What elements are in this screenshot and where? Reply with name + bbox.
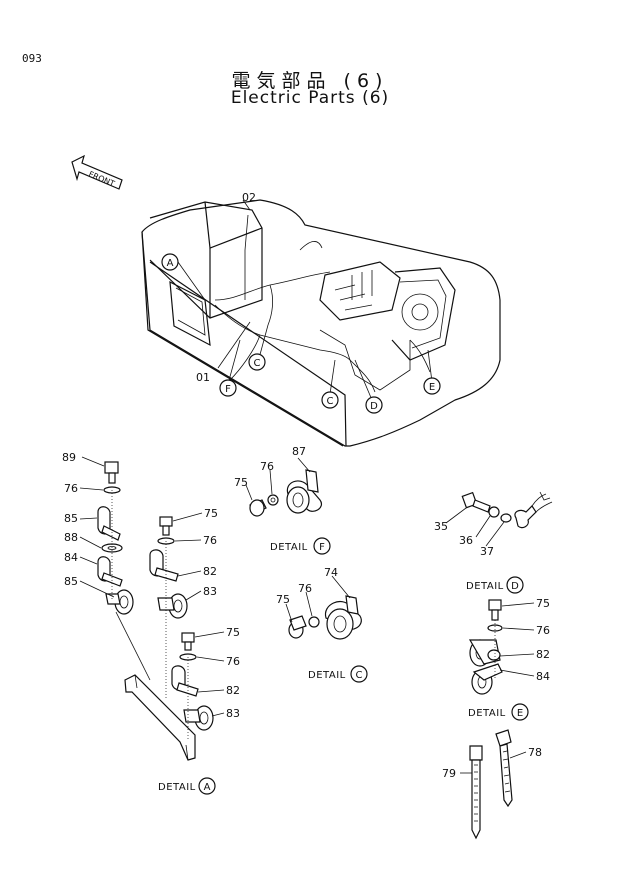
detail-f-marker: F — [313, 537, 331, 555]
detail-f-drawing — [245, 457, 322, 517]
detail-e-drawing — [468, 599, 535, 695]
detail-a-label: DETAIL — [158, 782, 196, 793]
detail-f-part-75: 75 — [234, 476, 248, 489]
svg-text:A: A — [204, 782, 211, 793]
detail-a-part-89: 89 — [62, 451, 76, 464]
detail-a-part-83: 83 — [203, 585, 217, 598]
detail-c-part-74: 74 — [324, 566, 338, 579]
svg-text:E: E — [517, 708, 523, 719]
detail-d-part-36: 36 — [459, 534, 473, 547]
detail-e-part-76: 76 — [536, 624, 550, 637]
detail-f-part-87: 87 — [292, 445, 306, 458]
overview-marker-c-2: C — [321, 391, 339, 409]
svg-text:C: C — [254, 358, 261, 369]
front-arrow: FRONT — [71, 154, 123, 190]
detail-f-part-76: 76 — [260, 460, 274, 473]
detail-e-part-82: 82 — [536, 648, 550, 661]
svg-text:C: C — [327, 396, 334, 407]
detail-a-marker: A — [198, 777, 216, 795]
svg-text:A: A — [167, 258, 174, 269]
svg-text:C: C — [356, 670, 363, 681]
detail-a-drawing — [79, 456, 225, 761]
detail-e-part-75: 75 — [536, 597, 550, 610]
part-label-01: 01 — [196, 371, 210, 384]
detail-a-part-75-c: 75 — [226, 626, 240, 639]
detail-c-drawing — [285, 575, 362, 640]
detail-a-part-82-c: 82 — [226, 684, 240, 697]
page-number: 093 — [22, 52, 42, 65]
svg-text:D: D — [511, 581, 519, 592]
detail-c-marker: C — [350, 665, 368, 683]
detail-e-label: DETAIL — [468, 708, 506, 719]
detail-f-label: DETAIL — [270, 542, 308, 553]
detail-a-part-88: 88 — [64, 531, 78, 544]
svg-text:E: E — [429, 382, 435, 393]
detail-a-part-76-b: 76 — [203, 534, 217, 547]
tie-part-79: 79 — [442, 767, 456, 780]
svg-text:F: F — [225, 384, 231, 395]
overview-marker-e: E — [423, 377, 441, 395]
detail-a-part-85: 85 — [64, 512, 78, 525]
detail-c-part-76: 76 — [298, 582, 312, 595]
detail-d-drawing — [445, 491, 553, 547]
tie-part-78: 78 — [528, 746, 542, 759]
detail-a-part-75: 75 — [204, 507, 218, 520]
detail-a-part-83-c: 83 — [226, 707, 240, 720]
detail-d-part-35: 35 — [434, 520, 448, 533]
detail-c-label: DETAIL — [308, 670, 346, 681]
detail-d-marker: D — [506, 576, 524, 594]
detail-c-part-75: 75 — [276, 593, 290, 606]
detail-a-part-85-lower: 85 — [64, 575, 78, 588]
svg-text:D: D — [370, 401, 378, 412]
detail-a-part-82: 82 — [203, 565, 217, 578]
detail-d-label: DETAIL — [466, 581, 504, 592]
detail-e-part-84: 84 — [536, 670, 550, 683]
detail-a-part-76: 76 — [64, 482, 78, 495]
overview-marker-f: F — [219, 379, 237, 397]
cable-tie-drawing — [460, 729, 527, 840]
detail-a-part-84: 84 — [64, 551, 78, 564]
detail-d-part-37: 37 — [480, 545, 494, 558]
detail-a-part-76-c: 76 — [226, 655, 240, 668]
machine-overview — [141, 199, 501, 447]
svg-text:F: F — [319, 542, 325, 553]
overview-marker-d: D — [365, 396, 383, 414]
part-label-02: 02 — [242, 191, 256, 204]
page-title-japanese: 電気部品 (6) — [231, 70, 389, 92]
detail-e-marker: E — [511, 703, 529, 721]
page-title-english: Electric Parts (6) — [230, 88, 390, 108]
overview-marker-a: A — [161, 253, 179, 271]
overview-marker-c-1: C — [248, 353, 266, 371]
